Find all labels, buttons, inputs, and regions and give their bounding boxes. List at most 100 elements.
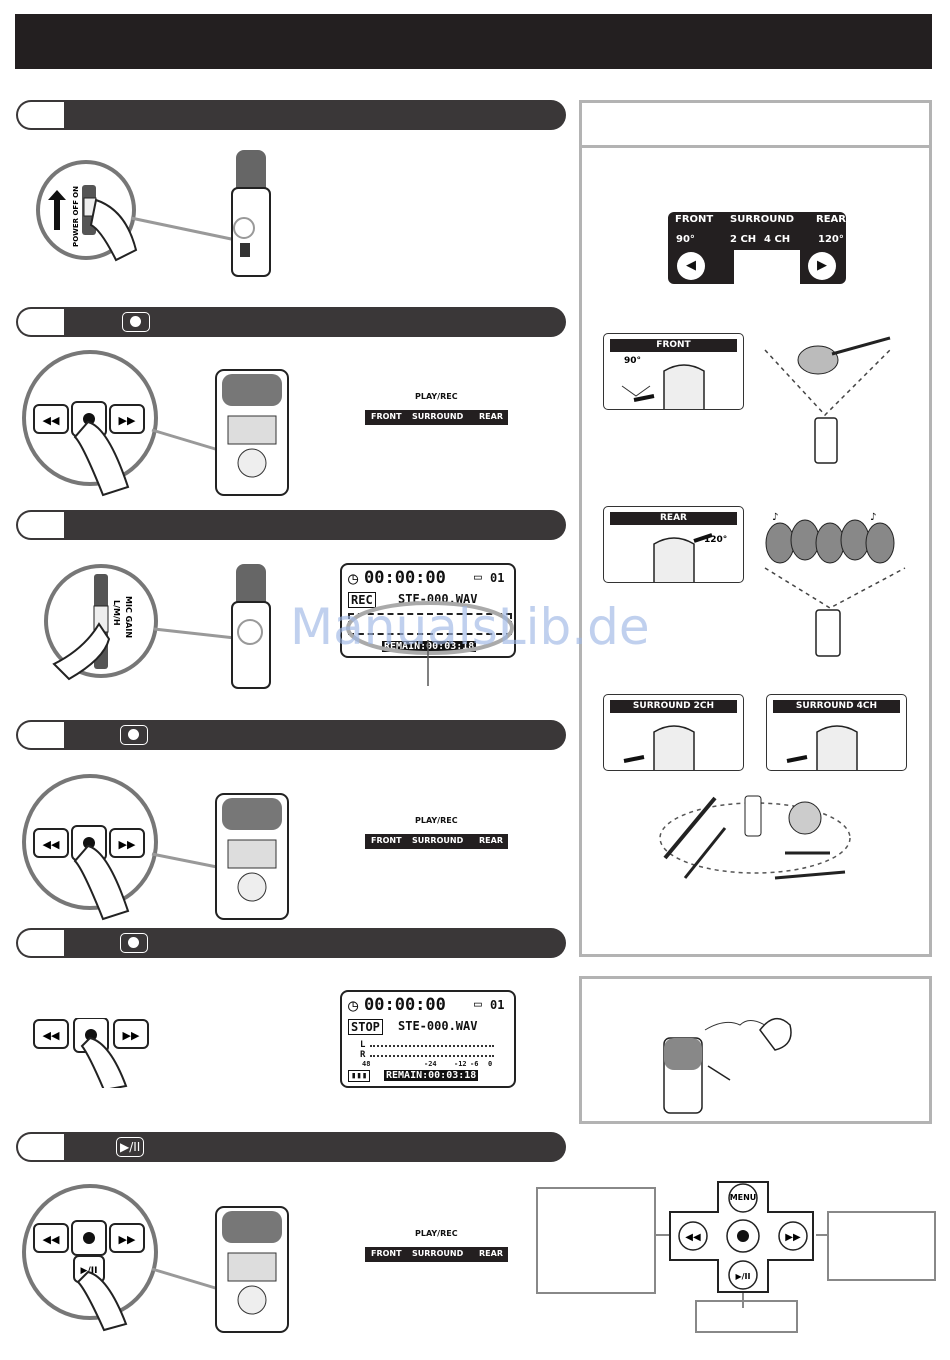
finger-icon	[73, 844, 130, 921]
play-rec-label: PLAY/REC	[415, 392, 458, 401]
mode-surround-label: SURROUND	[412, 412, 464, 421]
forward-button	[109, 404, 145, 434]
surround-4ch-label: SURROUND 4CH	[773, 700, 900, 713]
device-front-view	[215, 1206, 289, 1333]
windscreen-panel	[579, 976, 932, 1124]
step-4-bar	[16, 720, 566, 750]
lcd-time: 00:00:00	[364, 995, 446, 1015]
front-mode-angle: 90°	[624, 356, 642, 366]
menu-button	[728, 1183, 758, 1213]
step-2-bar	[16, 307, 566, 337]
menu-button-label[interactable]: MENU	[729, 1193, 757, 1202]
record-icon	[83, 413, 95, 425]
mic-gain-switch-illustration	[44, 564, 245, 681]
direction-arrow-icon	[693, 533, 713, 543]
mountain-icon	[704, 1020, 769, 1031]
forward-callout-box	[827, 1211, 936, 1281]
lcd-folder-icon: ▭	[474, 570, 482, 585]
front-mode-label: FRONT	[610, 339, 737, 352]
lcd-folder-number: 01	[490, 571, 505, 585]
music-note-icon: ♪	[772, 512, 778, 523]
step-number-box	[18, 309, 64, 335]
finger-icon	[52, 622, 111, 681]
rewind-icon: ◀◀	[43, 1233, 60, 1246]
guitar-icon	[797, 345, 839, 375]
fast-forward-icon: ▶▶	[123, 1029, 140, 1042]
windscreen-icon	[664, 1038, 702, 1070]
drum-kit-icon	[788, 801, 822, 835]
device-front-view	[215, 793, 289, 920]
fast-forward-icon: ▶▶	[119, 1233, 136, 1246]
lcd-remaining-time: REMAIN:00:03:18	[384, 1070, 479, 1081]
play-pause-icon: ▶/II	[735, 1272, 750, 1281]
record-button-illustration: ◀◀ ▶▶	[33, 1018, 149, 1088]
lcd-scale-48: 48	[362, 1060, 371, 1068]
play-pause-button	[728, 1260, 758, 1290]
lcd-file-name: STE-000.WAV	[398, 1019, 478, 1033]
mode-surround-label: SURROUND	[412, 1249, 464, 1258]
step-number-box	[18, 930, 64, 956]
mode-selector-panel: FRONT 90° SURROUND 2 CH 4 CH REAR 120° ◀…	[668, 212, 846, 284]
lcd-scale-24: -24	[424, 1060, 437, 1068]
mode-right-arrow-icon[interactable]: ▶	[808, 252, 836, 280]
choir-recording-illustration: ♪ ♪	[764, 512, 906, 657]
front-mode-card: FRONT 90°	[603, 333, 744, 410]
mode-front-label: FRONT	[371, 1249, 402, 1258]
outdoor-recording-illustration	[663, 1017, 792, 1114]
rewind-icon: ◀◀	[43, 1029, 60, 1042]
lcd-battery-icon: ▮▮▮	[348, 1070, 371, 1082]
choir-icon	[765, 519, 895, 564]
lcd-scale-0: 0	[488, 1060, 493, 1068]
mode-left-arrow-icon[interactable]: ◀	[677, 252, 705, 280]
lcd-remaining-time: REMAIN:00:03:18	[382, 641, 477, 652]
direction-arrow-icon	[786, 755, 808, 763]
mode-indicator-bar: FRONT SURROUND REAR	[365, 1247, 508, 1262]
lcd-status: REC	[348, 592, 376, 608]
mic-gain-level-label: L/M/H	[112, 600, 121, 626]
rewind-callout-box	[536, 1187, 656, 1294]
power-switch-label: POWER OFF	[72, 200, 80, 247]
step-5-bar	[16, 928, 566, 958]
lcd-time: 00:00:00	[364, 568, 446, 588]
device-side-view	[231, 150, 271, 277]
record-icon	[83, 837, 95, 849]
recorder-icon	[814, 417, 838, 464]
electric-guitar-icon	[663, 796, 717, 860]
surround-2ch-card: SURROUND 2CH	[603, 694, 744, 771]
pointer-arrow-icon	[707, 1065, 731, 1081]
lcd-scale-6: -6	[470, 1060, 479, 1068]
bass-guitar-icon	[683, 827, 727, 879]
mic-mode-panel-header	[582, 103, 929, 148]
surround-4ch-card: SURROUND 4CH	[766, 694, 907, 771]
record-icon	[85, 1029, 97, 1041]
mode-front-label: FRONT	[371, 836, 402, 845]
mode-selector-rear: REAR	[816, 214, 846, 225]
rewind-button	[33, 404, 69, 434]
up-arrow-icon	[48, 190, 66, 230]
rewind-icon: ◀◀	[43, 838, 60, 851]
mode-selector-front-deg: 90°	[676, 234, 695, 245]
mode-rear-label: REAR	[479, 836, 503, 845]
mode-indicator-bar: FRONT SURROUND REAR	[365, 410, 508, 425]
lcd-scale-12: -12	[454, 1060, 467, 1068]
direction-arrow-icon	[623, 755, 645, 763]
mode-indicator-bar: FRONT SURROUND REAR	[365, 834, 508, 849]
rewind-icon: ◀◀	[685, 1232, 701, 1243]
record-button-illustration: ◀◀ ▶▶	[22, 774, 253, 921]
header-bar	[15, 14, 932, 69]
finger-icon	[89, 198, 138, 262]
mode-rear-label: REAR	[479, 1249, 503, 1258]
lcd-meter-right-line	[370, 1055, 494, 1057]
step-number-box	[18, 102, 64, 128]
step-number-box	[18, 722, 64, 748]
rear-mode-card: REAR 120°	[603, 506, 744, 583]
lcd-folder-number: 01	[490, 998, 505, 1012]
play-callout-box	[695, 1300, 798, 1333]
navigation-pad: ◀◀ ▶▶ ▶/II	[656, 1181, 828, 1308]
mode-selector-notch	[734, 250, 800, 284]
lcd-clock-icon: ◷	[348, 569, 359, 589]
surround-2ch-label: SURROUND 2CH	[610, 700, 737, 713]
step-1-bar	[16, 100, 566, 130]
recorder-icon	[744, 795, 762, 837]
mode-rear-label: REAR	[479, 412, 503, 421]
